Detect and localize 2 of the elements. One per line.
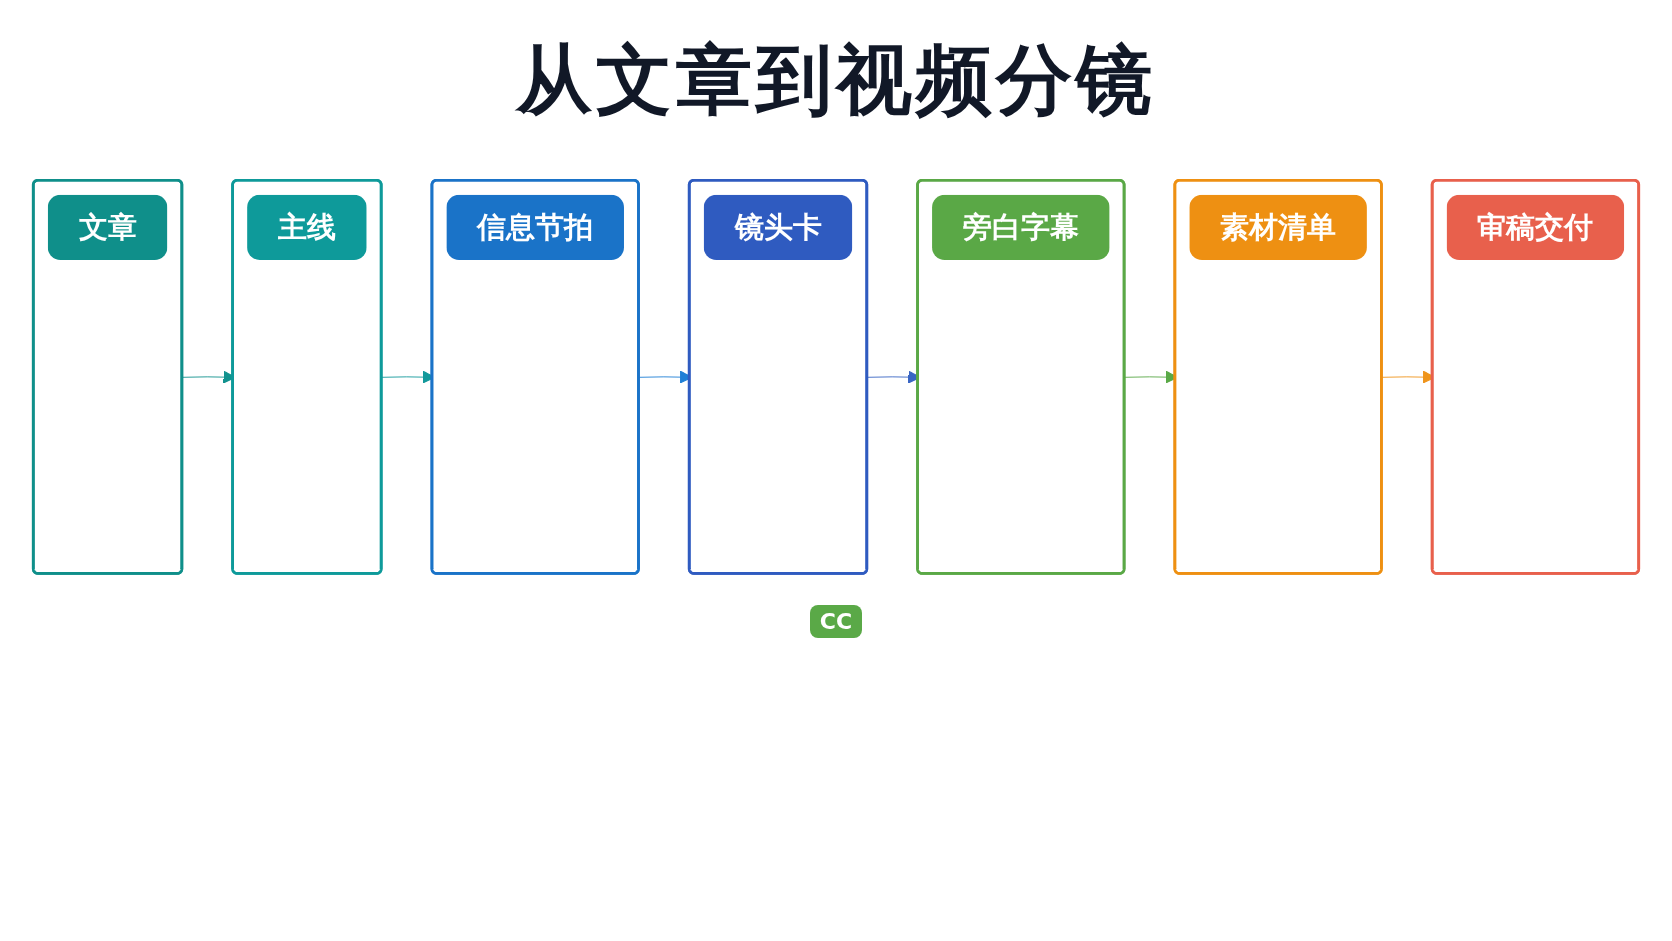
title: 从文章到视频分镜 — [514, 34, 1157, 126]
annotation-label: CC — [809, 604, 863, 638]
